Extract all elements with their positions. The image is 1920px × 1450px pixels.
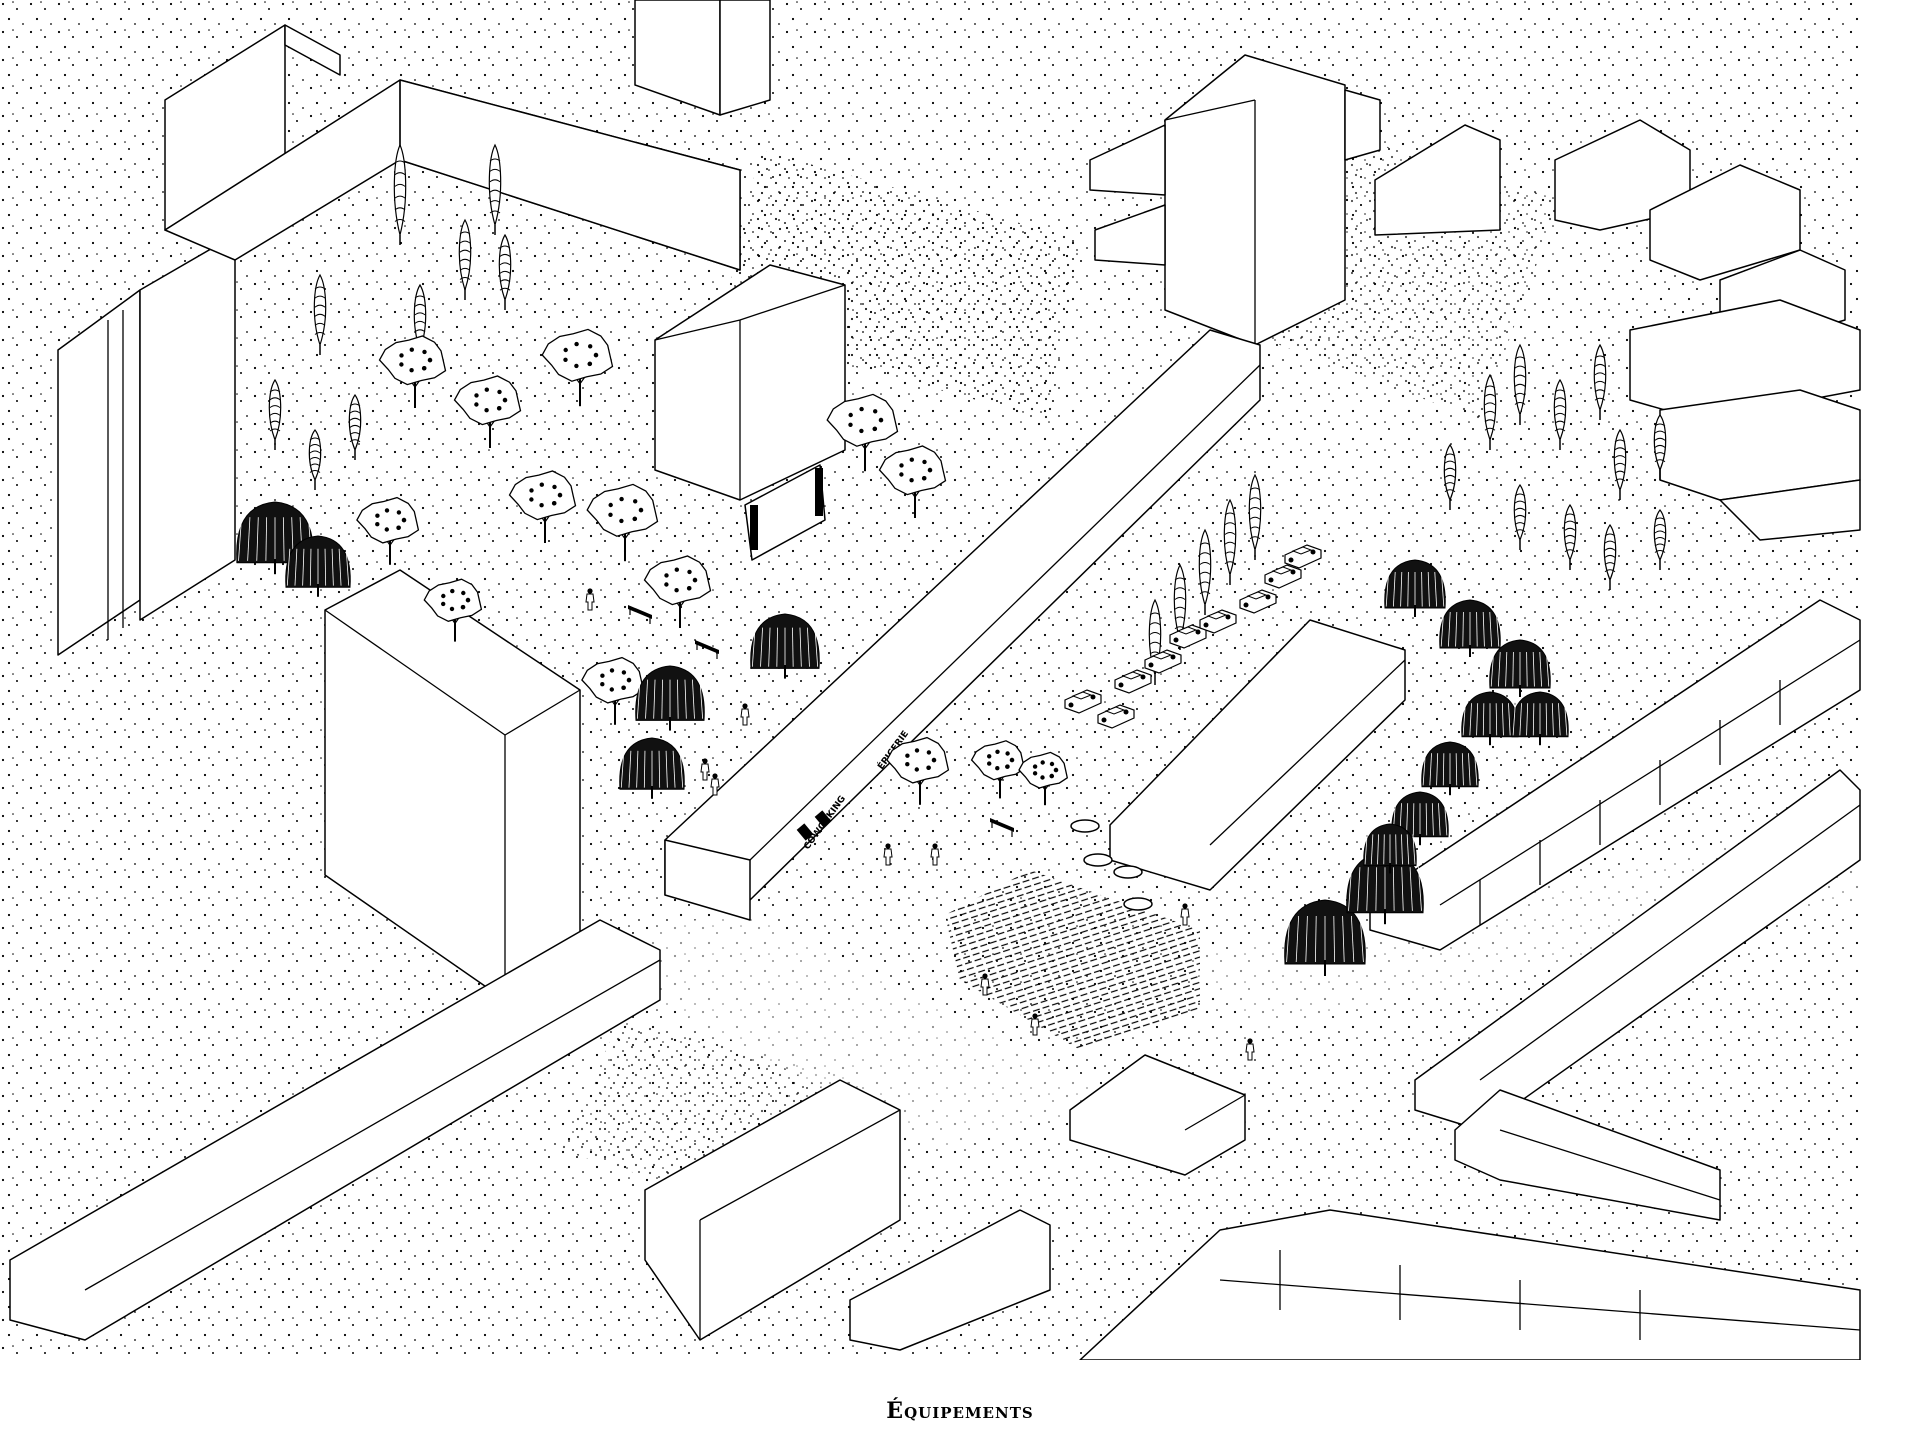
cypress-tree-icon bbox=[1483, 373, 1497, 450]
cypress-tree-icon bbox=[348, 393, 362, 460]
person-icon bbox=[930, 843, 940, 866]
willow-tree-icon bbox=[1384, 559, 1446, 617]
car-icon bbox=[1064, 689, 1102, 714]
cypress-tree-icon bbox=[1553, 378, 1567, 450]
cypress-tree-icon bbox=[1653, 509, 1667, 570]
building-tower-north bbox=[634, 0, 771, 116]
site-axonometry: COWORKING ÉPICERIE bbox=[0, 0, 1861, 1360]
cypress-tree-icon bbox=[1653, 413, 1667, 480]
person-icon bbox=[710, 773, 720, 796]
deciduous-tree-icon bbox=[378, 335, 447, 408]
plaza-paving bbox=[945, 870, 1200, 1050]
building-pavilion-south bbox=[1069, 1054, 1246, 1176]
cypress-tree-icon bbox=[1613, 428, 1627, 500]
car-icon bbox=[1239, 589, 1277, 614]
willow-tree-icon bbox=[619, 737, 685, 799]
deciduous-tree-icon bbox=[886, 736, 950, 805]
deciduous-tree-icon bbox=[453, 375, 522, 448]
deciduous-tree-icon bbox=[586, 483, 659, 562]
figure-caption: Équipements bbox=[886, 1398, 1034, 1424]
willow-tree-icon bbox=[1346, 851, 1424, 925]
cypress-tree-icon bbox=[1513, 483, 1527, 550]
outdoor-stage bbox=[744, 464, 826, 561]
trees bbox=[236, 143, 1667, 976]
car-icon bbox=[1264, 564, 1302, 589]
buildings bbox=[9, 0, 1861, 1360]
cypress-tree-icon bbox=[1443, 443, 1457, 510]
cypress-tree-icon bbox=[1248, 473, 1262, 560]
cypress-tree-icon bbox=[313, 273, 327, 355]
person-icon bbox=[980, 973, 990, 996]
cafe-tables bbox=[1070, 819, 1153, 911]
bench-icon bbox=[695, 640, 719, 659]
car-icon bbox=[1284, 544, 1322, 569]
willow-tree-icon bbox=[1489, 639, 1551, 697]
car-icon bbox=[1169, 624, 1207, 649]
deciduous-tree-icon bbox=[423, 578, 483, 642]
deciduous-tree-icon bbox=[643, 555, 712, 628]
cypress-tree-icon bbox=[458, 218, 472, 300]
cypress-tree-icon bbox=[498, 233, 512, 310]
willow-tree-icon bbox=[1439, 599, 1501, 657]
roads bbox=[560, 820, 1860, 1150]
deciduous-tree-icon bbox=[356, 496, 420, 565]
car-icon bbox=[1097, 704, 1135, 729]
deciduous-tree-icon bbox=[826, 393, 899, 472]
building-l-block-north bbox=[164, 24, 741, 271]
willow-tree-icon bbox=[750, 613, 820, 679]
cypress-tree-icon bbox=[1513, 343, 1527, 425]
building-slab-west bbox=[324, 569, 581, 1001]
willow-tree-icon bbox=[285, 535, 351, 597]
building-long-slab-centre bbox=[664, 329, 1261, 921]
willow-tree-icon bbox=[1284, 899, 1366, 976]
deciduous-tree-icon bbox=[541, 328, 614, 407]
building-block-south bbox=[644, 1079, 1051, 1351]
bench-icon bbox=[990, 818, 1014, 837]
deciduous-tree-icon bbox=[878, 445, 947, 518]
person-icon bbox=[1245, 1038, 1255, 1061]
car-icon bbox=[1144, 649, 1182, 674]
cypress-tree-icon bbox=[1563, 503, 1577, 570]
willow-tree-icon bbox=[1421, 741, 1479, 796]
cypress-tree-icon bbox=[1593, 343, 1607, 420]
terraced-houses-east bbox=[1369, 599, 1861, 1131]
parked-cars bbox=[1064, 544, 1322, 729]
houses-northeast bbox=[1374, 119, 1861, 541]
cypress-tree-icon bbox=[1603, 523, 1617, 590]
bench-icon bbox=[628, 605, 652, 624]
person-icon bbox=[1180, 903, 1190, 926]
person-icon bbox=[585, 588, 595, 611]
people-and-benches bbox=[585, 588, 1255, 1061]
person-icon bbox=[883, 843, 893, 866]
building-tower-east bbox=[1089, 54, 1381, 346]
car-icon bbox=[1199, 609, 1237, 634]
cypress-tree-icon bbox=[268, 378, 282, 450]
willow-tree-icon bbox=[1363, 823, 1417, 874]
willow-tree-icon bbox=[1511, 691, 1569, 746]
cypress-tree-icon bbox=[488, 143, 502, 235]
cypress-tree-icon bbox=[308, 429, 322, 490]
person-icon bbox=[740, 703, 750, 726]
cypress-tree-icon bbox=[1173, 563, 1187, 650]
person-icon bbox=[700, 758, 710, 781]
cypress-tree-icon bbox=[393, 143, 407, 245]
person-icon bbox=[1030, 1013, 1040, 1036]
car-icon bbox=[1114, 669, 1152, 694]
terraced-houses-southeast bbox=[1079, 1089, 1861, 1360]
building-long-slab-southwest bbox=[9, 919, 661, 1341]
cypress-tree-icon bbox=[1223, 498, 1237, 585]
deciduous-tree-icon bbox=[581, 656, 645, 725]
deciduous-tree-icon bbox=[970, 740, 1026, 799]
building-cube-centre bbox=[654, 264, 846, 501]
cypress-tree-icon bbox=[413, 283, 427, 360]
willow-tree-icon bbox=[635, 665, 705, 731]
deciduous-tree-icon bbox=[1018, 751, 1069, 806]
building-tall-slab-left bbox=[57, 234, 236, 656]
cypress-tree-icon bbox=[1198, 528, 1212, 615]
deciduous-tree-icon bbox=[508, 470, 577, 543]
